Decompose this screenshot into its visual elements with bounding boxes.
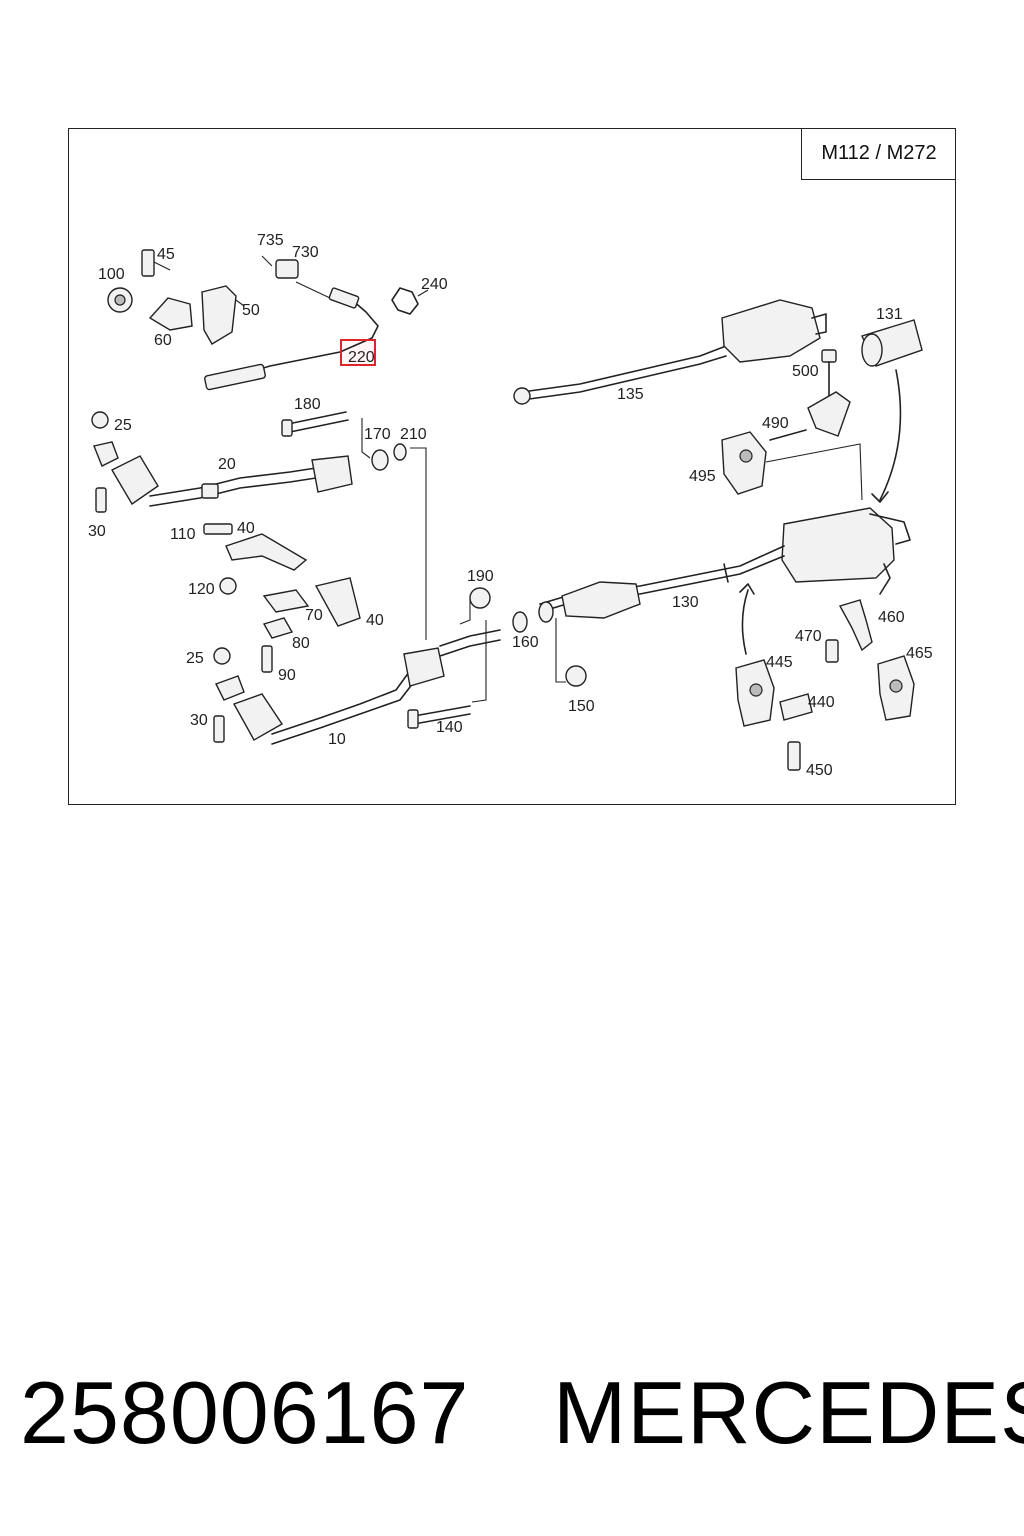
label-220: 220 <box>348 349 375 366</box>
front-pipe-part-10 <box>213 620 501 745</box>
clamp-group-150-160-190 <box>459 587 587 687</box>
clip-part-240 <box>391 287 429 315</box>
label-25-top: 25 <box>114 417 132 434</box>
label-735: 735 <box>257 232 284 249</box>
label-180: 180 <box>294 396 321 413</box>
exhaust-system-diagram: 45 100 50 60 735 730 240 220 135 131 500… <box>88 232 933 779</box>
label-30-top: 30 <box>88 523 106 540</box>
label-450: 450 <box>806 762 833 779</box>
label-440: 440 <box>808 694 835 711</box>
label-70: 70 <box>305 607 323 624</box>
label-130: 130 <box>672 594 699 611</box>
label-465: 465 <box>906 645 933 662</box>
label-135: 135 <box>617 386 644 403</box>
tailpipe-trim-part-131 <box>861 319 923 503</box>
hanger-group-440-445-450 <box>735 659 813 771</box>
diagram-frame <box>68 128 956 805</box>
oxygen-sensor-part-220 <box>204 255 379 391</box>
label-10: 10 <box>328 731 346 748</box>
hanger-group-490-495-500 <box>721 349 863 501</box>
label-131: 131 <box>876 306 903 323</box>
label-40-top: 40 <box>237 520 255 537</box>
label-460: 460 <box>878 609 905 626</box>
label-45: 45 <box>157 246 175 263</box>
label-80: 80 <box>292 635 310 652</box>
footer-caption: 258006167 MERCEDES <box>20 1362 1024 1472</box>
label-60: 60 <box>154 332 172 349</box>
label-110: 110 <box>170 526 196 543</box>
label-160: 160 <box>512 634 539 651</box>
bolt-gasket-group <box>281 411 427 640</box>
highlighted-part-220-box <box>340 339 376 366</box>
rear-muffler-part-130 <box>539 507 911 655</box>
bracket-group-lower <box>203 523 361 673</box>
part-number-labels: 45 100 50 60 735 730 240 220 135 131 500… <box>88 232 933 779</box>
brand-name: MERCEDES <box>553 1363 1024 1462</box>
label-445: 445 <box>766 654 793 671</box>
label-240: 240 <box>421 276 448 293</box>
label-495: 495 <box>689 468 716 485</box>
engine-model-label: M112 / M272 <box>801 128 956 180</box>
label-120: 120 <box>188 581 215 598</box>
label-170: 170 <box>364 426 391 443</box>
label-90: 90 <box>278 667 296 684</box>
label-500: 500 <box>792 363 819 380</box>
label-190: 190 <box>467 568 494 585</box>
label-40-lower: 40 <box>366 612 384 629</box>
mounting-bracket-group <box>107 249 245 345</box>
front-pipe-part-20 <box>91 411 353 513</box>
rear-pipe-part-135 <box>513 299 827 405</box>
part-number: 258006167 <box>20 1363 470 1462</box>
label-490: 490 <box>762 415 789 432</box>
label-50: 50 <box>242 302 260 319</box>
label-150: 150 <box>568 698 595 715</box>
label-25-lower: 25 <box>186 650 204 667</box>
label-470: 470 <box>795 628 822 645</box>
label-100: 100 <box>98 266 125 283</box>
label-730: 730 <box>292 244 319 261</box>
label-30-lower: 30 <box>190 712 208 729</box>
label-20: 20 <box>218 456 236 473</box>
hanger-group-460-465-470 <box>825 563 915 721</box>
label-140: 140 <box>436 719 463 736</box>
label-210: 210 <box>400 426 427 443</box>
